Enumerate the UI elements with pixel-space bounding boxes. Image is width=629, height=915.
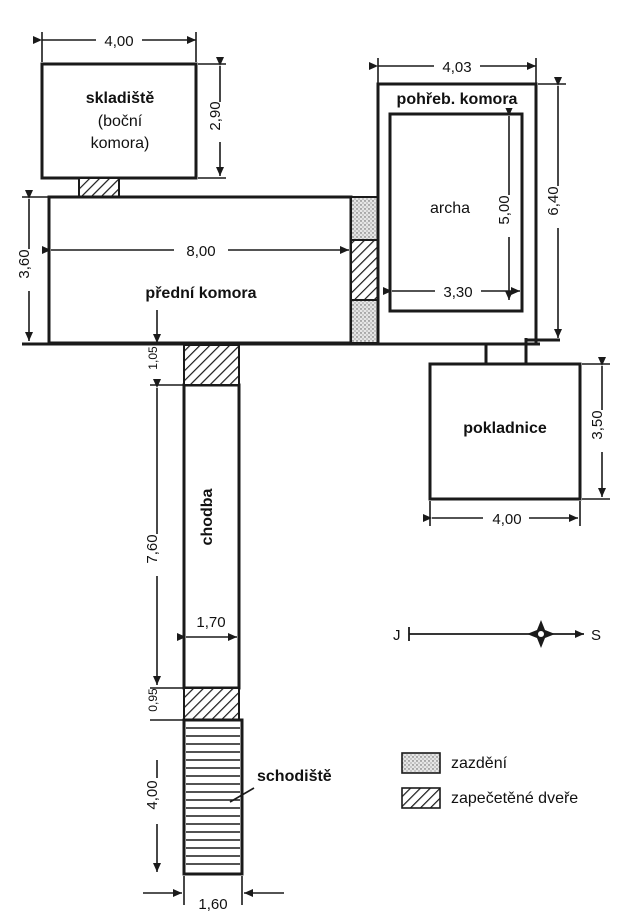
- compass-east-label: S: [591, 627, 601, 644]
- corridor-lower-sealed: [183, 687, 240, 721]
- dim-burial-width: 4,03: [442, 59, 471, 76]
- burial-label-bg: [381, 88, 533, 108]
- dim-corridor-length: 7,60: [144, 534, 161, 563]
- corridor-label: chodba: [199, 488, 216, 545]
- dim-mask: [500, 195, 518, 237]
- corridor-entry-sealed: [183, 344, 240, 386]
- dim-treasury-width: 4,00: [492, 511, 521, 528]
- dim-mask: [211, 102, 229, 142]
- dim-mask: [549, 186, 567, 228]
- dim-mask: [483, 508, 529, 528]
- dim-annex-width: 4,00: [104, 33, 133, 50]
- dim-mask: [20, 249, 38, 291]
- dim-mask: [174, 240, 228, 260]
- annex-room: [40, 62, 198, 180]
- burial-sealed-door: [350, 239, 379, 301]
- dim-mask: [434, 56, 480, 76]
- dim-mask: [148, 534, 166, 576]
- dim-mask: [593, 410, 611, 452]
- stairs-room: [182, 718, 244, 876]
- dim-mask: [96, 30, 142, 50]
- legend-sealed-label: zapečetěné dveře: [451, 790, 578, 807]
- dim-burial-height: 6,40: [545, 186, 562, 215]
- legend-sealed-swatch: [401, 787, 441, 809]
- blocked-wall-bottom: [350, 299, 379, 344]
- dim-door-gap: 0,95: [146, 688, 160, 712]
- dim-shrine-height: 5,00: [496, 195, 513, 224]
- dim-annex-height: 2,90: [207, 101, 224, 130]
- stairs-leader: [229, 787, 255, 803]
- stairs-steps: [186, 727, 240, 865]
- treasury-room: [428, 362, 582, 501]
- burial-label: pohřeb. komora: [397, 91, 518, 108]
- dim-mask: [148, 346, 166, 380]
- blocked-wall-top: [350, 196, 379, 241]
- annex-sealed-door: [78, 177, 120, 199]
- dim-corridor-entry: 1,05: [146, 346, 160, 370]
- antechamber-label: přední komora: [145, 285, 256, 302]
- dim-antechamber-height: 3,60: [16, 249, 33, 278]
- dim-mask: [435, 281, 481, 301]
- legend-blocked-label: zazdění: [451, 755, 508, 772]
- annex-sub-2: komora): [91, 135, 150, 152]
- dim-mask: [148, 778, 166, 824]
- compass-star-icon: [527, 620, 555, 648]
- legend-blocked-swatch: [401, 752, 441, 774]
- shrine-label: archa: [430, 200, 470, 217]
- treasury-label: pokladnice: [463, 420, 547, 437]
- dim-stairs-width: 1,60: [198, 896, 227, 913]
- antechamber-room: [47, 195, 353, 345]
- stairs-label: schodiště: [257, 768, 332, 785]
- compass-west-label: J: [393, 627, 401, 644]
- annex-label: skladiště: [86, 90, 155, 107]
- annex-sub-1: (boční: [98, 113, 143, 130]
- dim-corridor-width: 1,70: [196, 614, 225, 631]
- dim-mask: [148, 690, 166, 720]
- dim-shrine-width: 3,30: [443, 284, 472, 301]
- dim-antechamber-width: 8,00: [186, 243, 215, 260]
- dim-treasury-height: 3,50: [589, 410, 606, 439]
- dim-stairs-length: 4,00: [144, 780, 161, 809]
